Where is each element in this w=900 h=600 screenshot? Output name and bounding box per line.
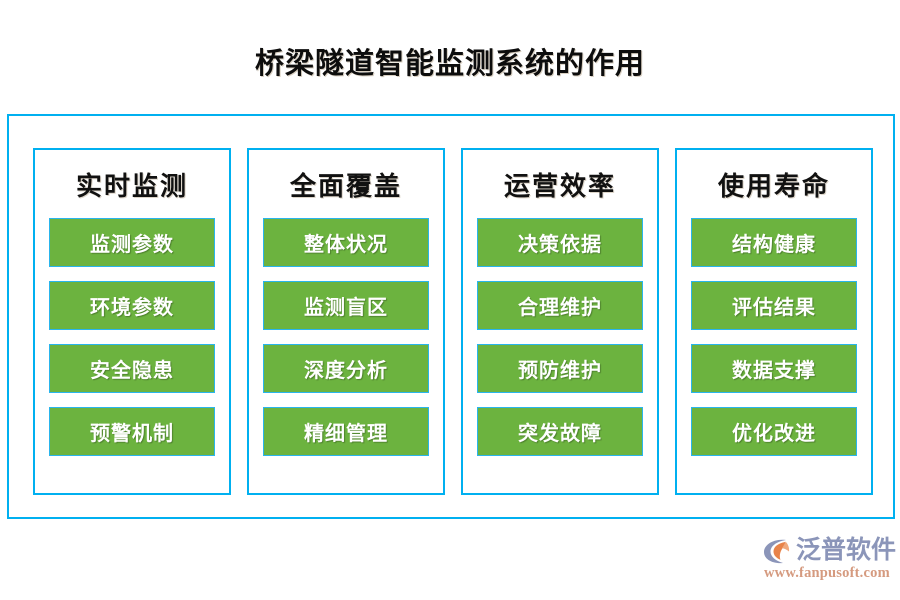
logo-row: 泛普软件: [762, 536, 896, 566]
item-chip[interactable]: 优化改进: [691, 406, 857, 456]
columns-container: 实时监测 监测参数 环境参数 安全隐患 预警机制 全面覆盖 整体状况 监测盲区 …: [9, 116, 897, 521]
item-chip[interactable]: 评估结果: [691, 280, 857, 330]
item-chip[interactable]: 突发故障: [477, 406, 643, 456]
page-title: 桥梁隧道智能监测系统的作用: [254, 48, 645, 80]
column-operational-efficiency[interactable]: 运营效率 决策依据 合理维护 预防维护 突发故障: [461, 148, 659, 495]
item-chip[interactable]: 安全隐患: [49, 343, 215, 393]
column-service-life[interactable]: 使用寿命 结构健康 评估结果 数据支撑 优化改进: [675, 148, 873, 495]
column-title: 实时监测: [75, 172, 188, 201]
column-title: 使用寿命: [717, 172, 830, 201]
column-real-time-monitoring[interactable]: 实时监测 监测参数 环境参数 安全隐患 预警机制: [33, 148, 231, 495]
outer-frame: 实时监测 监测参数 环境参数 安全隐患 预警机制 全面覆盖 整体状况 监测盲区 …: [7, 114, 895, 519]
fanpu-swoosh-logo-icon: [762, 537, 794, 565]
item-chip[interactable]: 数据支撑: [691, 343, 857, 393]
column-title: 全面覆盖: [289, 172, 402, 201]
item-chip[interactable]: 监测参数: [49, 217, 215, 267]
logo-url: www.fanpusoft.com: [764, 565, 890, 581]
logo-name: 泛普软件: [796, 537, 897, 564]
column-items: 结构健康 评估结果 数据支撑 优化改进: [677, 217, 871, 456]
column-items: 整体状况 监测盲区 深度分析 精细管理: [249, 217, 443, 456]
item-chip[interactable]: 预防维护: [477, 343, 643, 393]
item-chip[interactable]: 预警机制: [49, 406, 215, 456]
column-full-coverage[interactable]: 全面覆盖 整体状况 监测盲区 深度分析 精细管理: [247, 148, 445, 495]
column-title: 运营效率: [503, 172, 616, 201]
item-chip[interactable]: 监测盲区: [263, 280, 429, 330]
column-items: 决策依据 合理维护 预防维护 突发故障: [463, 217, 657, 456]
item-chip[interactable]: 深度分析: [263, 343, 429, 393]
item-chip[interactable]: 环境参数: [49, 280, 215, 330]
item-chip[interactable]: 合理维护: [477, 280, 643, 330]
item-chip[interactable]: 决策依据: [477, 217, 643, 267]
item-chip[interactable]: 精细管理: [263, 406, 429, 456]
item-chip[interactable]: 结构健康: [691, 217, 857, 267]
item-chip[interactable]: 整体状况: [263, 217, 429, 267]
column-items: 监测参数 环境参数 安全隐患 预警机制: [35, 217, 229, 456]
watermark-logo: 泛普软件 www.fanpusoft.com: [762, 536, 896, 584]
